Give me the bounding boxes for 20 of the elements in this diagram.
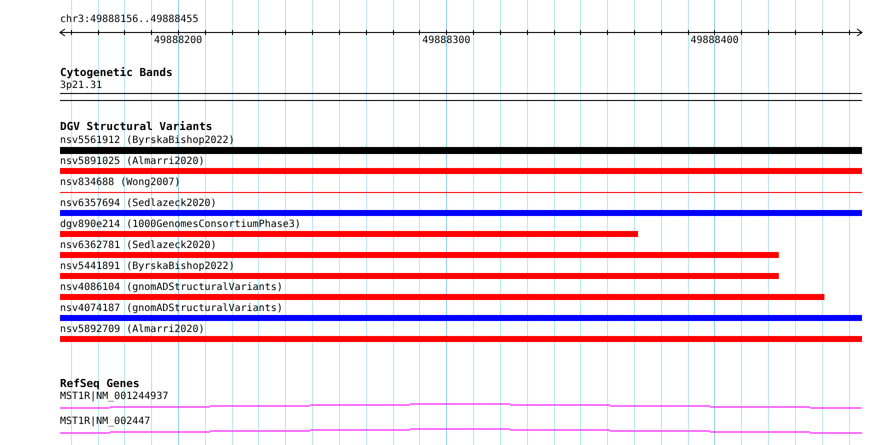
variant-name: nsv5441891 (ByrskaBishop2022) (60, 261, 235, 273)
band-name: 3p21.31 (60, 80, 102, 92)
variant-name: nsv4074187 (gnomADStructuralVariants) (60, 303, 283, 315)
gene-name: MST1R|NM_001244937 (60, 391, 168, 403)
track-title: DGV Structural Variants (60, 121, 212, 133)
tick-label: 49888400 (690, 35, 739, 47)
variant-name: nsv6362781 (Sedlazeck2020) (60, 240, 217, 252)
variant-name: nsv5561912 (ByrskaBishop2022) (60, 135, 235, 147)
variant-name: nsv5892709 (Almarri2020) (60, 324, 204, 336)
variant-name: dgv890e214 (1000GenomesConsortiumPhase3) (60, 219, 301, 231)
track-title: Cytogenetic Bands (60, 67, 173, 79)
variant-name: nsv834688 (Wong2007) (60, 177, 180, 189)
tick-label: 49888300 (422, 35, 470, 47)
track-title: RefSeq Genes (60, 378, 140, 390)
tick-label: 49888200 (154, 35, 202, 47)
variant-name: nsv5891025 (Almarri2020) (60, 156, 204, 168)
gene-name: MST1R|NM_002447 (60, 416, 150, 428)
region-coordinates: chr3:49888156..49888455 (60, 14, 198, 26)
variant-name: nsv6357694 (Sedlazeck2020) (60, 198, 217, 210)
variant-name: nsv4086104 (gnomADStructuralVariants) (60, 282, 283, 294)
